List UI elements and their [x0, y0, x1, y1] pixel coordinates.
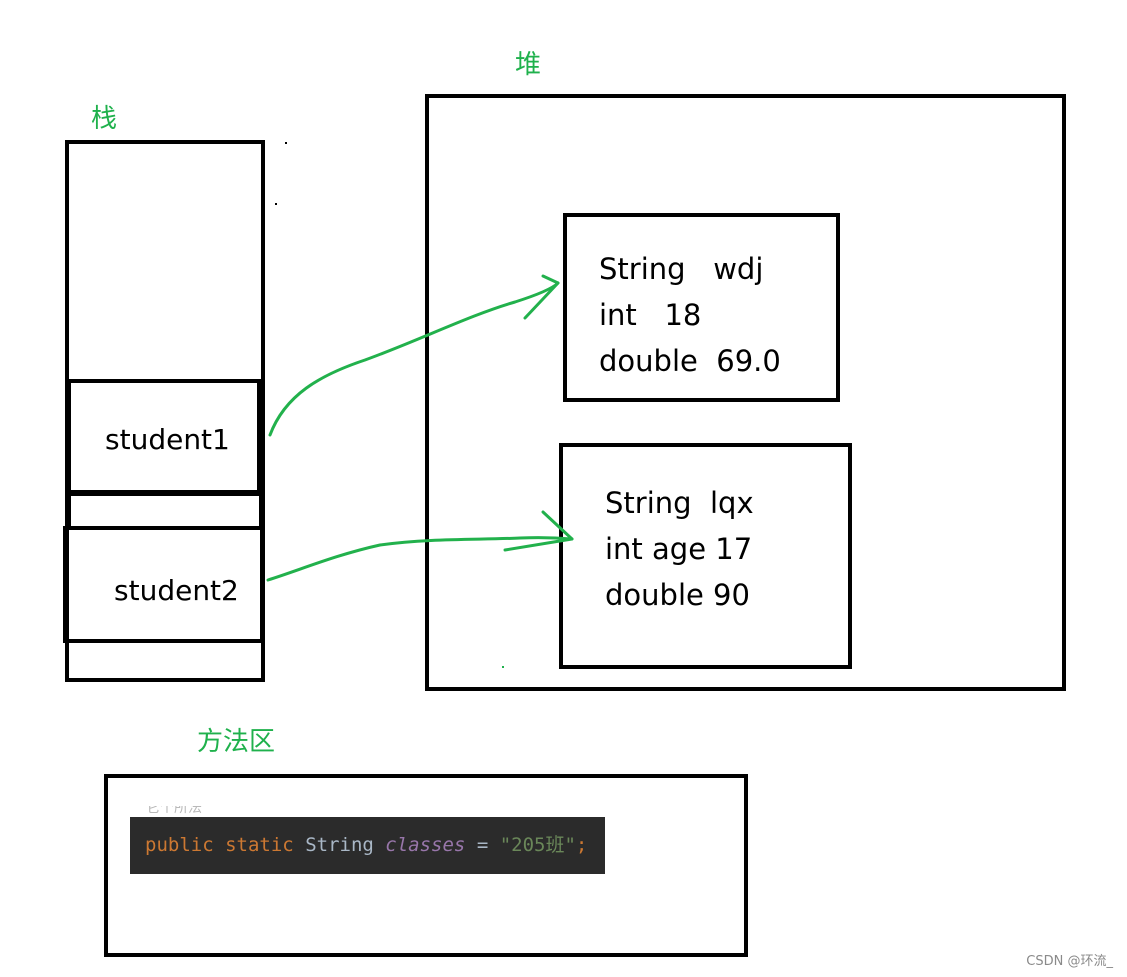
heap-object-student1	[563, 213, 840, 402]
method-area-label: 方法区	[197, 727, 276, 757]
stack-slot-student2	[63, 526, 264, 643]
object-field-line: String lqx	[605, 486, 754, 520]
code-type: String	[305, 834, 374, 856]
arrowhead-student1	[523, 274, 560, 320]
code-keyword-static: static	[225, 834, 294, 856]
stack-slot-label: student1	[105, 423, 230, 456]
method-area-region	[104, 774, 748, 957]
clipped-comment-text: 它个所法	[146, 806, 202, 816]
object-field-line: String wdj	[599, 252, 764, 286]
object-field-line: double 69.0	[599, 344, 781, 378]
arrow-student1-to-object1	[268, 281, 560, 437]
heap-object-student2	[559, 443, 852, 669]
stray-mark	[502, 666, 504, 668]
code-string-value: "205班"	[499, 834, 576, 856]
watermark: CSDN @环流_	[1026, 954, 1113, 969]
code-snippet: public static String classes = "205班";	[130, 817, 605, 874]
code-field: classes	[385, 834, 466, 856]
arrow-student2-to-object2	[266, 536, 574, 582]
arrowhead-student2	[503, 510, 574, 552]
stray-mark	[275, 203, 277, 205]
stack-label: 栈	[91, 104, 118, 134]
object-field-line: int 18	[599, 298, 702, 332]
stack-slot-label: student2	[114, 574, 239, 607]
heap-label: 堆	[515, 50, 542, 80]
heap-region	[425, 94, 1066, 691]
code-operator: =	[476, 834, 489, 856]
stray-mark	[285, 142, 287, 144]
object-field-line: double 90	[605, 578, 750, 612]
code-keyword-public: public	[145, 834, 214, 856]
code-terminator: ;	[575, 834, 588, 856]
object-field-line: int age 17	[605, 532, 753, 566]
